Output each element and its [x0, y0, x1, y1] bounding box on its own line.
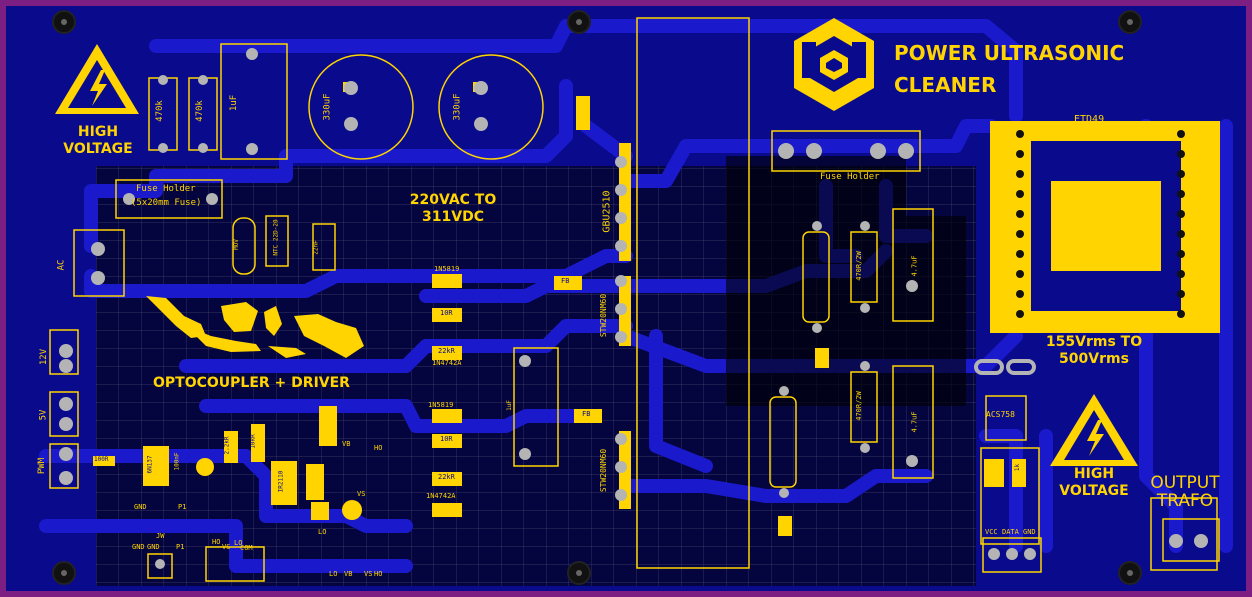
res-1k: 1k	[1014, 463, 1022, 472]
diode-1n5819-2: 1N5819	[428, 401, 454, 409]
top-p1-label: P1	[178, 503, 187, 511]
pcb-board: POWER ULTRASONIC CLEANER HIGH VOLTAGE HI…	[6, 6, 1246, 591]
rectifier-line1: 220VAC TO	[409, 192, 497, 208]
fuse-holder-left-line2: (5x20mm Fuse)	[131, 198, 202, 208]
bottom-p1-label: P1	[176, 543, 185, 551]
ntc-label: NTC 22D-20	[272, 219, 280, 256]
res-10r-2: 10R	[440, 435, 453, 443]
hexagon-logo-icon	[794, 18, 874, 111]
sensor-pin-vcc: VCC	[985, 528, 998, 536]
transformer-label: ETD49	[1074, 114, 1105, 125]
mosfet-bottom-label: STW20NM60	[599, 448, 609, 493]
output-trafo-line1: OUTPUT	[1150, 473, 1220, 493]
title-line-2: CLEANER	[894, 73, 997, 97]
res-22k-1: 22kR	[438, 347, 455, 355]
through-hole-pads	[59, 48, 1208, 569]
silkscreen-outlines	[49, 17, 1220, 582]
pin-lo-label: LO	[234, 539, 243, 547]
warning-left-line2: VOLTAGE	[63, 141, 133, 157]
warning-left: HIGH VOLTAGE	[56, 124, 140, 158]
res-470k-2-label: 470k	[194, 100, 205, 122]
res-100r: 100R	[94, 456, 109, 463]
v12-connector-label: 12V	[39, 348, 50, 366]
warning-right-line1: HIGH	[1073, 466, 1115, 482]
pin-vs-label: VS	[222, 543, 231, 551]
warning-right-line2: VOLTAGE	[1059, 483, 1129, 499]
mounting-hole-centers	[61, 19, 1133, 576]
output-trafo-label: OUTPUT TRAFO	[1148, 474, 1222, 510]
bottom-gnd-label-1: GND	[132, 543, 145, 551]
bridge-label: GBU2510	[601, 190, 613, 233]
warning-triangle-left-icon	[55, 44, 139, 114]
transformer-etd49	[990, 121, 1220, 333]
lo-label: LO	[318, 528, 327, 536]
output-range-label: 155Vrms TO 500Vrms	[1038, 334, 1150, 368]
cap-330uf-2-label: 330uF	[452, 93, 463, 121]
sensor-pin-gnd: GND	[1023, 528, 1036, 536]
vs-label: VS	[357, 490, 366, 498]
indonesia-map-icon	[146, 296, 364, 358]
cap-100nf-label: 100nF	[173, 452, 181, 471]
res-470r-2w-2: 470R/2W	[854, 391, 863, 421]
res-10r-1: 10R	[440, 309, 453, 317]
ho-label: HO	[374, 444, 383, 452]
res-10k: 10kR	[249, 434, 257, 449]
cap-330uf-1-label: 330uF	[322, 93, 333, 121]
driver-section-label: OPTOCOUPLER + DRIVER	[153, 375, 350, 391]
cap-4u7-2: 4.7uF	[910, 411, 919, 433]
bottom-vb-label: VB	[344, 570, 353, 578]
warning-left-line1: HIGH	[77, 124, 119, 140]
mosfet-top-label: STW20NM60	[599, 293, 609, 338]
res-470r-2w-1: 470R/2W	[854, 251, 863, 281]
pin-com-label: COM	[240, 544, 253, 552]
v5-connector-label: 5V	[38, 409, 49, 421]
current-sensor-label: ACS758	[986, 410, 1015, 419]
cap-22nf-label: 22nF	[312, 240, 320, 255]
cap-1uf-snubber-label: 1uF	[505, 400, 513, 411]
rectifier-label: 220VAC TO 311VDC	[401, 192, 505, 226]
warning-triangle-right-icon	[1050, 394, 1138, 466]
bottom-lo-label: LO	[329, 570, 338, 578]
res-470k-1-label: 470k	[154, 100, 165, 122]
vb-label: VB	[342, 440, 351, 448]
pin-ho-label: HO	[212, 538, 221, 546]
output-trafo-line2: TRAFO	[1156, 491, 1214, 511]
res-22k-2: 22kR	[438, 473, 455, 481]
mov-label: MOV	[232, 239, 240, 250]
res-2-2k: 2.2kR	[223, 436, 231, 455]
bottom-gnd-label-2: GND	[147, 543, 160, 551]
zener-1: 1N4742A	[432, 359, 462, 367]
output-range-line2: 500Vrms	[1059, 351, 1129, 367]
rectifier-line2: 311VDC	[422, 209, 484, 225]
ac-connector-label: AC	[56, 259, 67, 271]
warning-right: HIGH VOLTAGE	[1046, 466, 1142, 500]
sensor-pin-data: DATA	[1002, 528, 1019, 536]
title-line-1: POWER ULTRASONIC	[894, 41, 1125, 65]
cap-4u7-1: 4.7uF	[910, 255, 919, 277]
fuse-holder-right: Fuse Holder	[820, 172, 880, 182]
driver-ic-label: IR2110	[277, 470, 285, 493]
bottom-ho-label: HO	[374, 570, 383, 578]
pwm-connector-label: PWM	[37, 457, 48, 475]
opto-label: 6N137	[146, 455, 154, 474]
fuse-holder-left-line1: Fuse Holder	[136, 184, 196, 194]
top-gnd-label: GND	[134, 503, 147, 511]
bottom-vs-label: VS	[364, 570, 373, 578]
pcb-artwork	[39, 10, 1233, 586]
silkscreen-marks	[93, 82, 1026, 536]
diode-1n5819-1: 1N5819	[434, 265, 460, 273]
output-range-line1: 155Vrms TO	[1045, 334, 1143, 350]
fb-1: FB	[561, 277, 570, 285]
jw-label: JW	[156, 532, 165, 540]
zener-2: 1N4742A	[426, 492, 456, 500]
cap-1uf-label: 1uF	[229, 94, 240, 112]
fb-2: FB	[582, 410, 591, 418]
